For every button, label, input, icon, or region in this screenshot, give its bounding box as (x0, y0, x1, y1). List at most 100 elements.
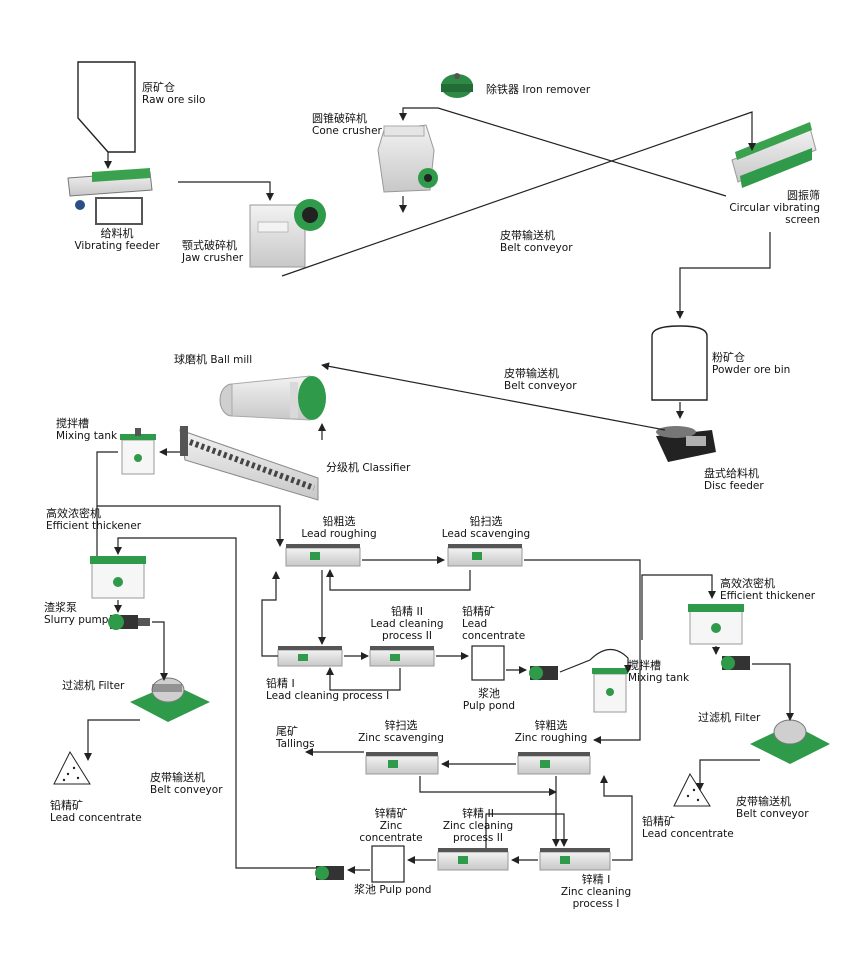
label-zh: 锌精 II (462, 807, 494, 820)
label-zinc-roughing: 锌粗选 Zinc roughing (506, 719, 596, 745)
label-en: Ball mill (210, 354, 253, 366)
jaw-crusher (249, 199, 326, 268)
label-zh: 皮带输送机 (150, 771, 205, 784)
label-mixing-tank-1: 搅拌槽 Mixing tank (56, 418, 118, 443)
label-vibrating-feeder: 给料机 Vibrating feeder (68, 228, 166, 253)
label-en: Filter (734, 712, 761, 724)
label-zh: 皮带输送机 (500, 229, 555, 242)
label-en: Lead cleaning (370, 618, 444, 630)
classifier (179, 426, 319, 501)
flow-lines (84, 107, 794, 874)
label-en: Cone crusher (312, 125, 382, 137)
label-en: Filter (98, 680, 125, 692)
label-en: Zinc cleaning (560, 886, 632, 898)
label-zh: 锌精矿 (374, 807, 408, 820)
label-en: Belt conveyor (150, 784, 223, 796)
label-en: Pulp pond (379, 884, 432, 896)
disc-feeder (656, 426, 716, 462)
pulp-pond-2 (371, 845, 405, 883)
label-zh: 铅粗选 (322, 515, 356, 528)
label-cone-crusher: 圆锥破碎机 Cone crusher (312, 113, 382, 138)
label-zinc-cleaning-2: 锌精 II Zinc cleaning process II (438, 807, 518, 845)
label-ball-mill: 球磨机 Ball mill (174, 354, 253, 367)
label-en: Classifier (362, 462, 411, 474)
flotation-cell-lead-scavenging (447, 544, 523, 567)
label-tailings: 尾矿 Tallings (276, 725, 315, 751)
label-disc-feeder: 盘式给料机 Disc feeder (704, 467, 764, 493)
mixing-tank-1 (120, 428, 156, 475)
label-zh: 锌粗选 (534, 719, 568, 732)
label-lead-roughing: 铅粗选 Lead roughing (296, 515, 382, 541)
label-zh: 锌精 I (581, 873, 611, 886)
mixing-tank-2 (592, 668, 628, 713)
label-en: Zinc (379, 820, 403, 832)
label-zh: 盘式给料机 (704, 467, 759, 480)
label-zh: 浆池 (478, 687, 500, 700)
label-en: screen (785, 214, 820, 226)
label-en: Iron remover (522, 84, 591, 96)
filter-2 (750, 719, 830, 764)
label-en: concentrate (359, 832, 423, 844)
label-zh: 铅精矿 (50, 799, 83, 812)
raw-ore-silo (77, 61, 136, 153)
label-zinc-scavenging: 锌扫选 Zinc scavenging (352, 720, 450, 745)
slurry-pump-3 (315, 866, 344, 880)
label-en: Lead concentrate (642, 828, 734, 840)
label-circular-screen: 圆振筛 Circular vibrating screen (716, 190, 820, 227)
label-zh: 过滤机 (62, 679, 95, 692)
label-zh: 铅精 II (391, 605, 423, 618)
label-en: Mixing tank (56, 430, 118, 442)
label-en: Lead concentrate (50, 812, 142, 824)
label-en: Zinc scavenging (358, 732, 444, 744)
label-en: Zinc cleaning (442, 820, 514, 832)
slurry-pump (108, 614, 150, 630)
label-zh: 过滤机 (698, 711, 731, 724)
label-belt-conveyor-4: 皮带输送机 Belt conveyor (736, 795, 809, 821)
circular-vibrating-screen (731, 122, 817, 188)
label-zh: 颚式破碎机 (182, 239, 237, 252)
flotation-cell-zinc-scavenging (365, 752, 439, 775)
label-en: process II (382, 630, 432, 642)
slurry-pump-4 (721, 656, 750, 670)
label-en: Slurry pump (44, 614, 109, 626)
label-lead-concentrate-1: 铅精矿 Lead concentrate (50, 799, 142, 825)
label-zh: 皮带输送机 (736, 795, 791, 808)
label-belt-conveyor-1: 皮带输送机 Belt conveyor (500, 229, 573, 255)
label-en: Mixing tank (628, 672, 690, 684)
label-zh: 除铁器 (486, 83, 519, 96)
label-en: Disc feeder (704, 480, 764, 492)
label-raw-ore-silo: 原矿仓 Raw ore silo (142, 81, 205, 107)
label-zinc-cleaning-1: 锌精 I Zinc cleaning process I (556, 873, 636, 911)
label-zh: 铅扫选 (469, 515, 503, 528)
cone-crusher (377, 124, 438, 193)
label-zh: 原矿仓 (142, 81, 175, 94)
label-en: Lead cleaning process I (266, 690, 390, 702)
label-en: Belt conveyor (500, 242, 573, 254)
label-en: Lead roughing (301, 528, 377, 540)
flotation-cell-zinc-roughing (517, 752, 591, 775)
lead-concentrate-pile-1 (53, 750, 91, 785)
label-en: concentrate (462, 630, 526, 642)
label-slurry-pump: 渣浆泵 Slurry pump (44, 602, 109, 627)
label-pulp-pond-1: 浆池 Pulp pond (458, 687, 520, 713)
label-en: Zinc roughing (514, 732, 588, 744)
label-classifier: 分级机 Classifier (326, 462, 411, 475)
label-zh: 尾矿 (276, 725, 298, 738)
label-en: Powder ore bin (712, 364, 791, 376)
label-thickener-1: 高效浓密机 Efficient thickener (46, 508, 141, 533)
label-lead-cleaning-2: 铅精 II Lead cleaning process II (368, 605, 446, 643)
label-zh: 铅精 I (266, 677, 295, 690)
label-jaw-crusher: 颚式破碎机 Jaw crusher (182, 239, 243, 265)
pulp-pond-1 (471, 645, 505, 681)
label-belt-conveyor-2: 皮带输送机 Belt conveyor (504, 368, 577, 393)
filter-1 (130, 677, 210, 722)
efficient-thickener-1 (90, 556, 146, 599)
label-zh: 粉矿仓 (712, 351, 745, 364)
label-en: process I (572, 898, 620, 910)
label-lead-concentrate-2: 铅精矿 Lead concentrate (462, 606, 526, 643)
label-iron-remover: 除铁器 Iron remover (486, 83, 591, 97)
flotation-cell-zinc-cleaning-1 (539, 848, 611, 871)
slurry-pump-2 (529, 666, 558, 680)
label-zh: 浆池 (354, 883, 376, 896)
